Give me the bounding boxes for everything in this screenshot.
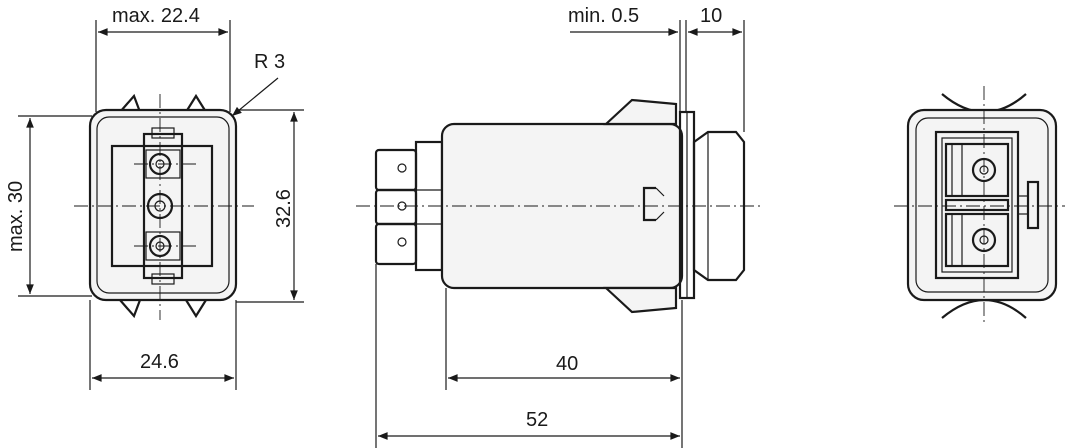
panel-min-label: min. 0.5 — [568, 5, 639, 27]
front-bottom-width-label: 24.6 — [140, 351, 179, 373]
panel-gap-dimension: 10 — [688, 5, 745, 132]
panel-min-dimension: min. 0.5 — [568, 5, 687, 112]
rear-terminal-upper — [944, 142, 1010, 198]
corner-radius-dimension: R 3 — [231, 51, 285, 117]
side-view — [356, 98, 762, 314]
spade-terminal-2 — [374, 188, 418, 226]
corner-radius-label: R 3 — [254, 51, 285, 73]
total-length-dimension: 52 — [375, 264, 680, 448]
rear-view — [894, 86, 1065, 326]
front-outer-body — [88, 108, 238, 302]
total-length-label: 52 — [526, 409, 548, 431]
front-view — [74, 93, 254, 320]
front-height-dimension: 32.6 — [236, 109, 304, 303]
spade-terminal-1 — [374, 148, 418, 192]
front-height-label: 32.6 — [273, 189, 295, 228]
front-bottom-width-dimension: 24.6 — [89, 300, 237, 390]
body-length-label: 40 — [556, 353, 578, 375]
front-width-max-dimension: max. 22.4 — [95, 5, 231, 112]
front-width-max-label: max. 22.4 — [112, 5, 200, 27]
front-height-max-label: max. 30 — [5, 181, 27, 252]
front-height-max-dimension: max. 30 — [5, 115, 92, 297]
panel-gap-label: 10 — [700, 5, 722, 27]
body-length-dimension: 40 — [445, 288, 683, 448]
rear-terminal-lower — [944, 212, 1010, 268]
spade-terminal-3 — [374, 222, 418, 266]
